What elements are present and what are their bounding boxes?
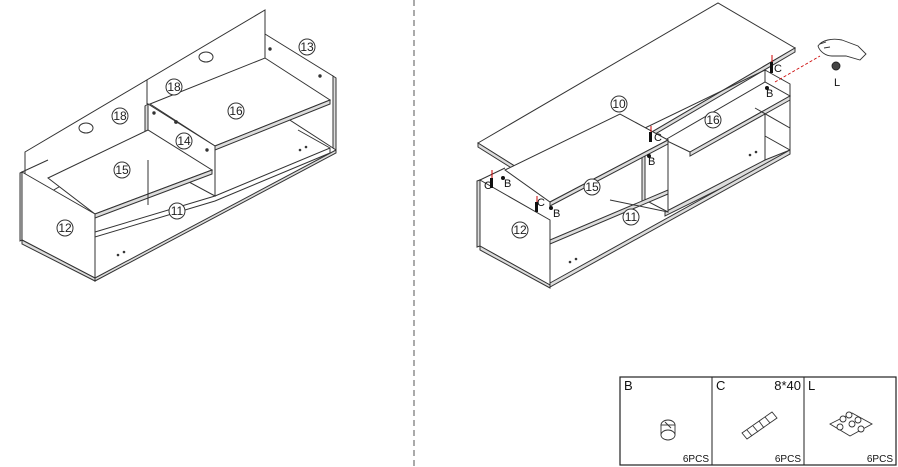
felt-pads-icon (829, 411, 873, 437)
hardware-label: B (648, 156, 655, 168)
cable-hole (198, 51, 214, 63)
cable-hole (78, 122, 94, 134)
svg-text:16: 16 (706, 113, 720, 127)
hardware-label: B (766, 88, 773, 100)
svg-text:14: 14 (177, 134, 191, 148)
svg-text:6PCS: 6PCS (775, 454, 801, 465)
svg-text:18: 18 (167, 80, 181, 94)
shelf-11 (549, 189, 669, 245)
wooden-dowel-icon (741, 411, 778, 440)
hardware-label: C (774, 63, 782, 75)
left-part-labels: 18 18 16 13 14 15 11 12 (56, 38, 316, 237)
svg-text:18: 18 (113, 109, 127, 123)
felt-pad-label: L (834, 77, 840, 89)
svg-text:13: 13 (300, 40, 314, 54)
svg-text:16: 16 (229, 104, 243, 118)
part-label: 12 (56, 219, 74, 237)
svg-text:B: B (624, 378, 633, 393)
parts-cell-l: L 6PCS (808, 378, 893, 465)
svg-text:6PCS: 6PCS (683, 454, 709, 465)
hardware-label: C (537, 197, 545, 209)
part-label: 14 (175, 132, 193, 150)
cam-lock-icon (660, 419, 676, 441)
left-assembly-diagram (19, 9, 337, 282)
svg-text:8*40: 8*40 (774, 378, 801, 393)
svg-text:12: 12 (513, 223, 527, 237)
part-label: 18 (165, 78, 183, 96)
part-label: 11 (622, 208, 640, 226)
hand-applying-felt-pad-icon (817, 38, 867, 71)
part-label: 15 (113, 161, 131, 179)
svg-text:L: L (808, 378, 815, 393)
svg-text:12: 12 (58, 221, 72, 235)
svg-text:10: 10 (612, 97, 626, 111)
hardware-label: C (484, 180, 492, 192)
part-label: 18 (111, 107, 129, 125)
part-label: 15 (583, 178, 601, 196)
hardware-label: B (504, 178, 511, 190)
parts-cell-b: B 6PCS (624, 378, 709, 465)
part-label: 12 (511, 221, 529, 239)
part-label: 16 (227, 102, 245, 120)
hardware-letter-labels: C B C B C B C B (484, 63, 782, 220)
parts-cell-c: C 8*40 6PCS (716, 378, 801, 465)
part-label: 10 (610, 95, 628, 113)
svg-text:11: 11 (625, 210, 638, 224)
svg-text:C: C (716, 378, 725, 393)
part-label: 11 (168, 202, 186, 220)
hardware-label: B (553, 208, 560, 220)
right-assembly-diagram (476, 2, 796, 289)
svg-text:6PCS: 6PCS (867, 454, 893, 465)
part-label: 13 (298, 38, 316, 56)
svg-text:15: 15 (585, 180, 599, 194)
hardware-markers (490, 55, 821, 212)
part-label: 16 (704, 111, 722, 129)
right-part-labels: 10 16 15 11 12 (511, 95, 722, 239)
hardware-label: C (654, 132, 662, 144)
hardware-parts-table: B 6PCS C 8*40 6PCS L (619, 376, 897, 466)
svg-text:11: 11 (171, 204, 184, 218)
svg-text:15: 15 (115, 163, 129, 177)
